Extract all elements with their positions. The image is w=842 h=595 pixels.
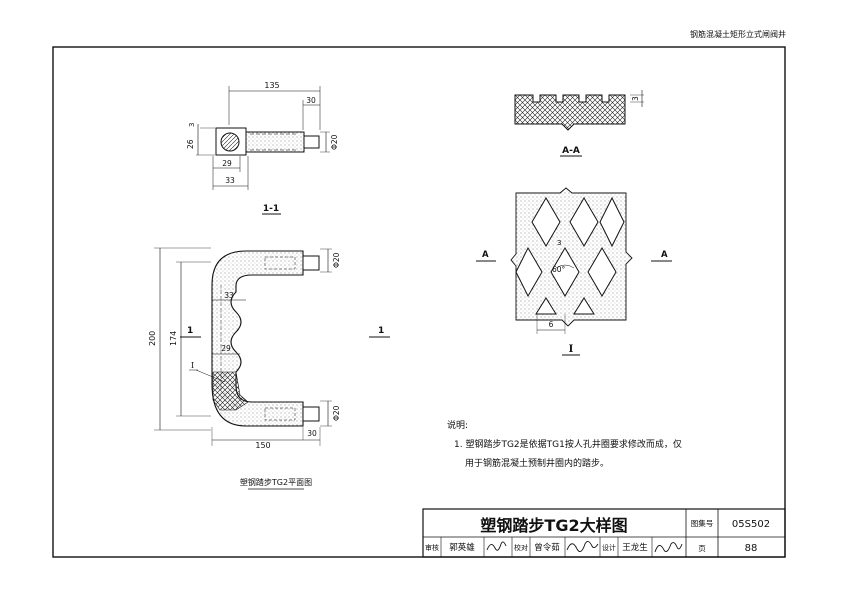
page-number: 88 xyxy=(745,543,758,554)
section-mark-left: 1 xyxy=(187,326,193,336)
drawing-frame xyxy=(52,46,786,558)
designer-signature xyxy=(654,542,683,553)
reviewer-name: 郭英雄 xyxy=(449,542,475,553)
atlas-number: 05S502 xyxy=(732,519,770,530)
detail-i: 60° 3 A A 6 I xyxy=(476,187,672,356)
dim-33-plan: 33 xyxy=(224,291,234,300)
atlas-label: 图集号 xyxy=(691,518,714,528)
section-1-1-label: 1-1 xyxy=(263,204,279,214)
dim-29-side: 29 xyxy=(222,159,232,168)
dim-33-side: 33 xyxy=(225,176,235,185)
anti-slip-pattern xyxy=(212,371,249,411)
bar-section-circle xyxy=(220,132,240,152)
plan-view-caption: 塑钢踏步TG2平面图 xyxy=(240,477,312,487)
dim-30-top: 30 xyxy=(306,96,316,105)
reviewer-signature xyxy=(486,541,507,551)
review-label: 审核 xyxy=(425,543,439,552)
plan-view: Φ20 Φ20 200 174 33 29 I 1 1 150 xyxy=(148,247,390,490)
dim-200: 200 xyxy=(148,331,157,346)
section-1-1: 135 30 Φ20 3 26 29 33 1-1 xyxy=(186,81,339,215)
dim-3-detail: 3 xyxy=(557,239,561,247)
note-1-line1: 1. 塑钢踏步TG2是依据TG1按人孔井圈要求修改而成，仅 xyxy=(454,438,682,450)
angle-60: 60° xyxy=(552,265,566,274)
dim-3-aa: 3 xyxy=(631,96,640,101)
notes-heading: 说明: xyxy=(447,419,468,431)
mark-a-right: A xyxy=(661,250,668,260)
dim-6: 6 xyxy=(549,320,554,329)
section-a-a: 3 A-A xyxy=(514,90,644,157)
drawing-title: 塑钢踏步TG2大样图 xyxy=(480,516,627,535)
dim-26: 26 xyxy=(186,139,195,149)
callout-i: I xyxy=(191,361,194,370)
dim-phi20-bottom: Φ20 xyxy=(332,405,341,421)
dim-150: 150 xyxy=(255,441,270,450)
design-label: 设计 xyxy=(602,543,616,552)
dim-135: 135 xyxy=(264,81,279,90)
check-label: 校对 xyxy=(514,543,528,552)
detail-i-label: I xyxy=(569,344,574,355)
dim-phi20-top: Φ20 xyxy=(332,252,341,268)
dim-29-plan: 29 xyxy=(221,344,231,353)
notes: 说明: 1. 塑钢踏步TG2是依据TG1按人孔井圈要求修改而成，仅 用于钢筋混凝… xyxy=(447,419,682,469)
section-mark-right: 1 xyxy=(378,326,384,336)
dim-3-side: 3 xyxy=(188,123,196,127)
dim-30-plan: 30 xyxy=(307,429,317,438)
section-a-a-label: A-A xyxy=(562,146,580,156)
dim-174: 174 xyxy=(169,331,178,346)
designer-name: 王龙生 xyxy=(622,542,648,553)
checker-signature xyxy=(566,541,599,553)
dim-phi20-side: Φ20 xyxy=(330,134,339,150)
mark-a-left: A xyxy=(482,250,489,260)
page-label: 页 xyxy=(698,544,706,553)
section-a-a-profile xyxy=(514,94,626,131)
title-block xyxy=(422,508,786,558)
note-1-line2: 用于钢筋混凝土预制井圈内的踏步。 xyxy=(465,457,609,469)
series-title: 钢筋混凝土矩形立式闸阀井 xyxy=(690,29,786,39)
checker-name: 曾令茹 xyxy=(534,542,560,553)
